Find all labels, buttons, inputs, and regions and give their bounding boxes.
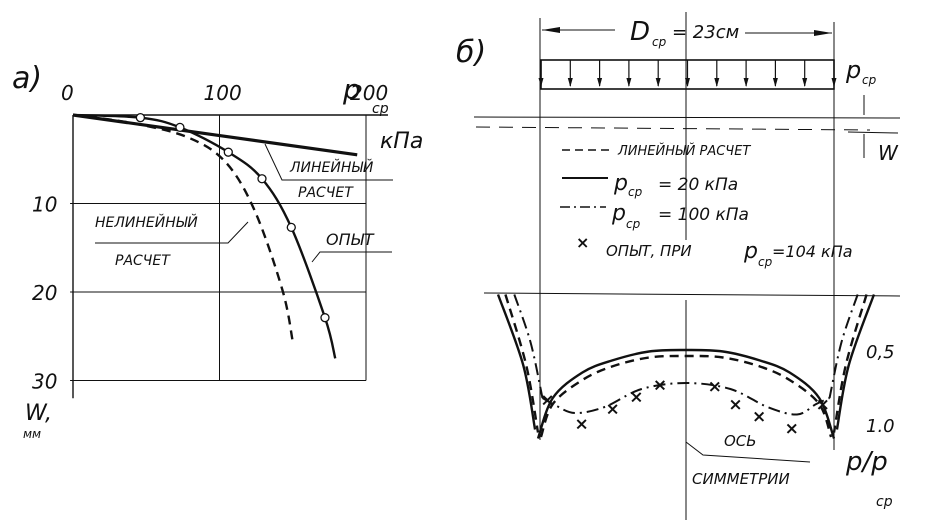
y-tick-1-0: 1.0 [866,416,895,437]
legend-experiment: ОПЫТ, ПРИ [606,242,692,260]
data-point [257,174,267,184]
pressure-curve-edge [513,294,544,399]
pressure-curve-edge [504,294,540,433]
panel-a: а) 0 100 200 10 20 30 p ср кПа W, мм ЛИНЕЙНЫЙ… [12,61,423,441]
tick-labels: 0 100 200 10 20 30 [32,81,388,394]
leader-nonlinear [95,221,249,244]
data-point [286,222,296,233]
series [72,113,358,359]
grid [70,114,388,399]
experiment-cross-icon: × [606,400,620,420]
y-axis-label-sub: ср [876,494,893,510]
legend-100-value: = 100 кПа [658,205,749,225]
load-arrows [538,60,837,87]
dimension-label: D [630,17,650,47]
arrow-right-icon [814,30,832,36]
arrow-down-icon [685,78,690,87]
x-axis-label-sub: ср [372,101,389,117]
y-tick-label: 20 [32,281,57,305]
y-tick-0-5: 0,5 [866,342,895,363]
legend-p-100: p [611,201,626,226]
leader-experiment [311,251,392,263]
legend-20-value: = 20 кПа [658,175,738,195]
load-label-sub: ср [862,73,877,87]
y-tick-label: 30 [32,370,57,394]
arrow-down-icon [772,78,778,87]
x-tick-label: 100 [204,81,242,105]
legend-p-20-sub: ср [628,185,643,199]
experiment-cross-icon: × [816,395,830,415]
arrow-down-icon [567,78,573,87]
arrow-down-icon [538,78,544,87]
dimension-label-sub: ср [652,35,667,49]
experiment-cross-icon: × [785,419,799,439]
experiment-cross-icon: × [708,377,722,397]
symmetry-label-1: ОСЬ [724,432,757,450]
experiment-cross-icon: × [752,407,766,427]
y-tick-label: 10 [32,193,57,217]
pressure-series: × × × × × × × × × × [496,294,876,439]
data-point [320,313,330,323]
pressure-curve [539,354,833,438]
legend-p-100-sub: ср [626,217,641,231]
series-line [72,113,294,342]
load-label: p [845,56,861,84]
arrow-down-icon [831,78,837,87]
ground-surface [473,116,901,119]
data-point [175,122,185,133]
leader-linear [264,143,393,181]
label-linear-1: ЛИНЕЙНЫЙ [289,158,374,176]
arrow-down-icon [714,78,720,87]
label-nonlinear-2: РАСЧЕТ [115,253,171,269]
legend-104-value: =104 кПа [772,242,853,261]
pressure-curve-edge [832,294,868,433]
symmetry-label-2: СИММЕТРИИ [692,470,790,488]
pressure-curve-edge [496,294,537,430]
x-axis-unit: кПа [380,129,423,154]
arrow-down-icon [597,78,603,87]
experiment-cross-icon: × [653,376,667,396]
pressure-baseline [483,292,901,297]
experiment-cross-icon: × [574,415,588,435]
legend-p-20: p [613,171,628,196]
arrow-down-icon [743,78,749,87]
legend: ЛИНЕЙНЫЙ РАСЧЕТ p ср = 20 кПа p ср = 100… [560,143,853,269]
settled-surface [475,126,871,131]
arrow-down-icon [655,78,661,87]
legend-cross-icon: × [576,233,589,252]
arrow-down-icon [802,78,808,87]
experiment-cross-icon: × [629,388,643,408]
pressure-curve-edge [828,294,859,399]
pressure-curve-edge [835,294,876,430]
series-line [72,113,358,157]
data-point [223,147,233,157]
leader-symmetry [685,441,811,463]
experiment-cross-icon: × [540,391,554,411]
y-axis-label: p/p [845,447,888,477]
panel-a-label: а) [12,61,42,96]
experiment-cross-icon: × [728,395,742,415]
arrow-left-icon [542,27,560,33]
dimension-value: = 23см [672,22,739,43]
panel-b-label: б) [456,35,486,70]
series-line [72,113,337,359]
y-axis-label: W, [25,401,52,426]
y-axis-unit: мм [23,427,41,441]
label-experiment: ОПЫТ [326,230,375,249]
label-nonlinear-1: НЕЛИНЕЙНЫЙ [95,213,198,231]
x-axis-label: p [342,73,361,106]
legend-p-104: p [743,239,758,264]
pressure-curve [536,348,836,439]
data-point [135,113,146,123]
legend-linear: ЛИНЕЙНЫЙ РАСЧЕТ [617,143,751,159]
panel-b: б) D ср = 23см p ср W ЛИНЕЙНЫЙ РАСЧЕТ p … [456,12,901,520]
arrow-down-icon [626,78,632,87]
w-line [847,131,899,134]
x-tick-label: 0 [61,81,74,105]
legend-p-104-sub: ср [758,255,773,269]
settlement-label: W [878,141,899,165]
pressure-curve [541,381,830,416]
label-linear-2: РАСЧЕТ [298,185,354,201]
x-tick-label: 200 [350,81,388,105]
